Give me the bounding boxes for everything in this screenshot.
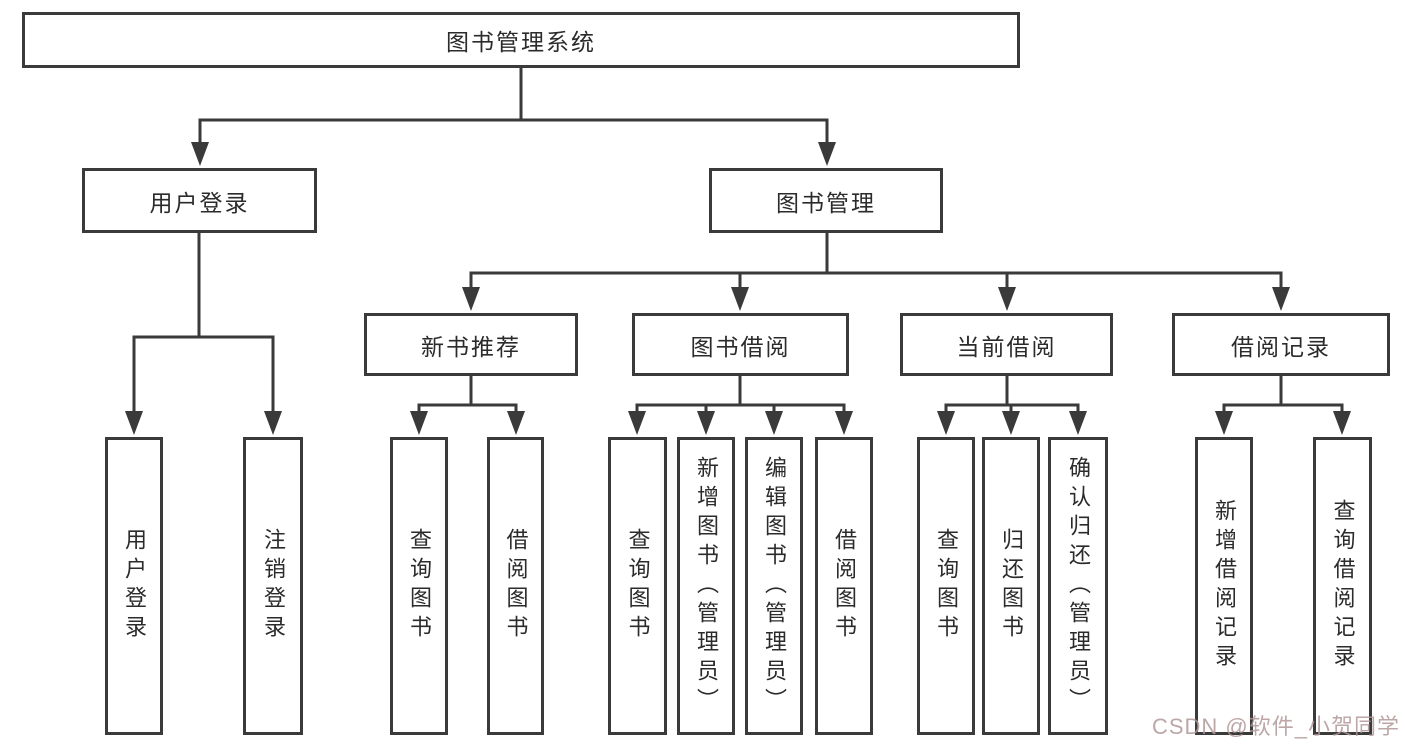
connector-borrow-records-split <box>1222 374 1344 417</box>
leaf-edit-book-admin: 编辑图书（管理员） <box>745 437 803 735</box>
leaf-label: 新增借阅记录 <box>1212 499 1237 673</box>
leaf-label: 归还图书 <box>999 528 1024 644</box>
arrow-icon <box>998 287 1016 311</box>
arrow-icon <box>1069 411 1087 435</box>
connector-new-book-split <box>417 374 518 417</box>
node-borrow-records: 借阅记录 <box>1172 313 1390 376</box>
arrow-icon <box>462 287 480 311</box>
arrow-icon <box>818 142 836 166</box>
node-book-borrow: 图书借阅 <box>632 313 849 376</box>
watermark: CSDN @软件_小贺同学 <box>1151 714 1400 739</box>
arrow-icon <box>835 411 853 435</box>
arrow-icon <box>1333 411 1351 435</box>
node-new-book-rec: 新书推荐 <box>364 313 578 376</box>
arrow-icon <box>1002 411 1020 435</box>
leaf-label: 借阅图书 <box>832 528 857 644</box>
arrow-icon <box>731 287 749 311</box>
leaf-return-books: 归还图书 <box>982 437 1040 735</box>
node-current-borrow: 当前借阅 <box>900 313 1113 376</box>
leaf-borrow-books-borrow: 借阅图书 <box>815 437 873 735</box>
arrow-icon <box>191 142 209 166</box>
leaf-borrow-books-newrec: 借阅图书 <box>487 437 544 735</box>
leaf-query-books-borrow: 查询图书 <box>608 437 667 735</box>
arrow-icon <box>125 411 143 435</box>
arrow-icon <box>765 411 783 435</box>
leaf-label: 查询图书 <box>934 528 959 644</box>
leaf-label: 查询借阅记录 <box>1330 499 1356 673</box>
arrow-icon <box>1272 287 1290 311</box>
leaf-query-books-newrec: 查询图书 <box>390 437 448 735</box>
leaf-label: 注销登录 <box>261 528 286 644</box>
leaf-logout-login: 注销登录 <box>243 437 303 735</box>
node-root: 图书管理系统 <box>22 12 1020 68</box>
arrow-icon <box>937 411 955 435</box>
leaf-label: 查询图书 <box>625 528 651 644</box>
connector-book-borrow-split <box>635 374 846 417</box>
leaf-query-books-current: 查询图书 <box>917 437 975 735</box>
connector-book-mgmt-split <box>469 231 1283 293</box>
arrow-icon <box>410 411 428 435</box>
arrow-icon <box>628 411 646 435</box>
arrow-icon <box>1215 411 1233 435</box>
arrowheads <box>125 142 1351 435</box>
arrow-icon <box>264 411 282 435</box>
node-book-mgmt: 图书管理 <box>709 168 943 233</box>
leaf-label: 编辑图书（管理员） <box>762 455 787 717</box>
leaf-add-borrow-record: 新增借阅记录 <box>1195 437 1253 735</box>
leaf-label: 新增图书（管理员） <box>694 455 719 717</box>
leaf-confirm-return-admin: 确认归还（管理员） <box>1048 437 1108 735</box>
leaf-label: 借阅图书 <box>503 528 529 644</box>
leaf-label: 用户登录 <box>122 528 147 644</box>
leaf-label: 查询图书 <box>407 528 432 644</box>
connector-current-borrow-split <box>944 374 1080 417</box>
arrow-icon <box>507 411 525 435</box>
leaf-add-book-admin: 新增图书（管理员） <box>677 437 735 735</box>
leaf-label: 确认归还（管理员） <box>1066 455 1091 717</box>
connector-root-split <box>198 66 829 148</box>
leaf-query-borrow-record: 查询借阅记录 <box>1313 437 1372 735</box>
leaf-user-login: 用户登录 <box>105 437 163 735</box>
node-user-login: 用户登录 <box>82 168 317 233</box>
connector-user-login-split <box>132 231 275 417</box>
arrow-icon <box>697 411 715 435</box>
